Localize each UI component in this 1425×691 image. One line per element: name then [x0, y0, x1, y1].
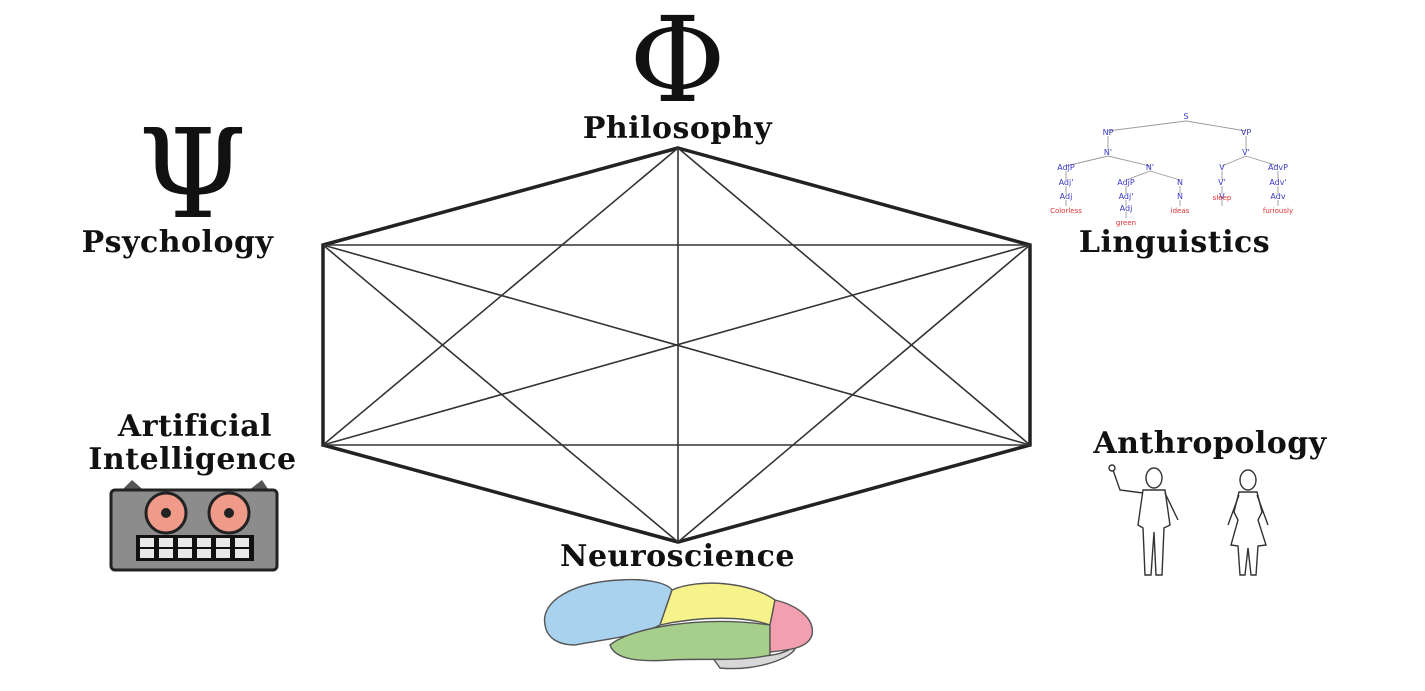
tree-node-adjp2: AdjP [1117, 178, 1135, 187]
tree-node-v: V [1219, 163, 1225, 172]
tree-node-adjbar: Adj' [1059, 178, 1074, 187]
tree-node-vp: VP [1241, 128, 1251, 137]
robot-icon [109, 480, 279, 572]
tree-node-adj: Adj [1060, 192, 1073, 201]
label-philosophy: Philosophy [582, 111, 773, 146]
label-anthropology: Anthropology [1093, 426, 1327, 461]
human-figures-illustration [1108, 464, 1269, 576]
label-psychology: Psychology [81, 225, 274, 260]
tree-word-sleep: sleep [1213, 194, 1232, 202]
tree-node-vbar: V' [1242, 148, 1250, 157]
tree-node-adjp: AdjP [1057, 163, 1075, 172]
tree-word-furiously: furiously [1263, 207, 1293, 215]
tree-node-nbar2: N' [1146, 163, 1154, 172]
tree-node-v2: V [1219, 192, 1225, 201]
label-linguistics: Linguistics [1078, 225, 1271, 260]
brain-illustration [543, 578, 813, 670]
brain-temporal-lobe [609, 620, 771, 662]
label-ai-line1: Artificial [117, 409, 273, 444]
line-philosophy-anthropology [677, 147, 1031, 446]
tree-node-advbar: Adv' [1269, 178, 1286, 187]
tree-node-adjbar2: Adj' [1119, 192, 1134, 201]
brain-occipital-lobe [769, 599, 813, 653]
tree-node-np: NP [1103, 128, 1114, 137]
line-linguistics-ai [322, 244, 1031, 446]
tree-node-s: S [1183, 112, 1188, 121]
tree-node-vbar2: V' [1218, 178, 1226, 187]
tree-word-colorless: Colorless [1050, 207, 1082, 215]
line-philosophy-ai [322, 147, 679, 446]
female-figure [1227, 469, 1269, 576]
tree-node-adv: Adv [1270, 192, 1285, 201]
tree-node-n: N [1177, 178, 1183, 187]
line-neuroscience-psychology [322, 244, 679, 543]
brain-parietal-lobe [658, 582, 776, 626]
male-figure [1108, 464, 1179, 576]
label-neuroscience: Neuroscience [560, 539, 795, 574]
tree-node-adj2: Adj [1120, 204, 1133, 213]
label-ai-line2: Intelligence [88, 442, 297, 477]
tree-node-nbar: N' [1104, 148, 1112, 157]
psi-symbol-icon: Ψ [138, 103, 247, 247]
tree-node-n2: N [1177, 192, 1183, 201]
tree-node-advp: AdvP [1268, 163, 1288, 172]
parse-tree-illustration: S NP VP N' V' AdjP N' V AdvP Adj' AdjP N… [1050, 112, 1293, 227]
tree-word-ideas: ideas [1171, 207, 1190, 215]
line-neuroscience-linguistics [677, 244, 1031, 543]
tree-word-green: green [1116, 219, 1136, 227]
phi-symbol-icon: Φ [629, 0, 726, 129]
connection-lines [322, 147, 1031, 543]
